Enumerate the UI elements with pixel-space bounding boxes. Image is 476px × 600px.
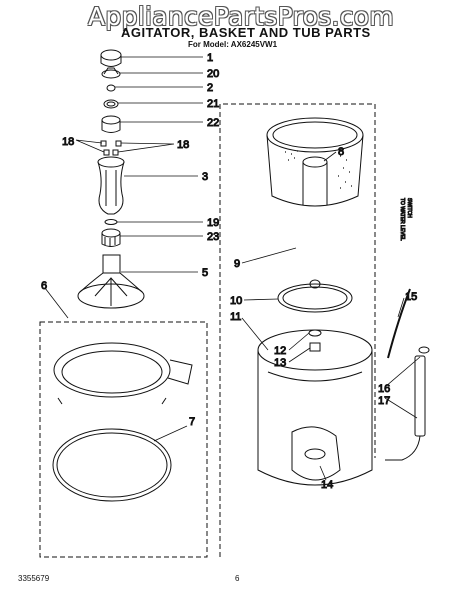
callout-11: 11 — [230, 311, 241, 323]
water-level-note-line2: SWITCH — [406, 198, 412, 218]
callout-18-left: 18 — [62, 136, 74, 148]
hub-parts — [308, 329, 322, 352]
callout-3: 3 — [202, 171, 208, 183]
callout-1: 1 — [207, 52, 213, 64]
tub-ring — [53, 342, 193, 405]
callout-5: 5 — [202, 267, 208, 279]
basket-perforations — [285, 150, 352, 189]
agitator-group-box — [39, 321, 208, 558]
outer-tub — [257, 329, 373, 486]
callout-6: 6 — [41, 280, 47, 292]
water-level-note: TO WATER LEVEL SWITCH — [399, 198, 413, 242]
callout-14: 14 — [321, 479, 333, 491]
agitator-dogs — [100, 140, 122, 156]
water-level-note-line1: TO WATER LEVEL — [399, 198, 405, 241]
watermark: AppliancePartsPros.com — [88, 2, 395, 31]
tub-seal — [52, 428, 172, 502]
document-number: 3355679 — [18, 574, 50, 583]
callout-8: 8 — [338, 146, 344, 158]
callout-12: 12 — [274, 345, 286, 357]
page-title: AGITATOR, BASKET AND TUB PARTS — [121, 25, 371, 40]
agitator-extension — [97, 156, 125, 215]
basket-drive-plate — [277, 279, 353, 313]
agitator-cap — [100, 49, 122, 67]
tub-group-box — [219, 103, 376, 557]
small-nut — [106, 84, 116, 92]
callout-22: 22 — [207, 117, 219, 129]
callout-18-right: 18 — [177, 139, 189, 151]
callout-7: 7 — [189, 416, 195, 428]
callout-10: 10 — [230, 295, 242, 307]
model-subtitle: For Model: AX6245VW1 — [188, 40, 278, 49]
callout-21: 21 — [207, 98, 219, 110]
page-number: 6 — [235, 574, 240, 583]
drive-bell — [101, 228, 121, 247]
seal-ring — [103, 99, 119, 109]
callout-2: 2 — [207, 82, 213, 94]
hose-clamp-and-dome — [385, 346, 430, 461]
callout-15: 15 — [405, 291, 417, 303]
callout-20: 20 — [207, 68, 219, 80]
callout-19: 19 — [207, 217, 219, 229]
wash-basket — [266, 117, 364, 207]
callout-9: 9 — [234, 258, 240, 270]
callout-17: 17 — [378, 395, 390, 407]
callout-13: 13 — [274, 357, 286, 369]
cam-assembly — [101, 115, 121, 133]
retainer-ring — [104, 219, 118, 225]
callout-16: 16 — [378, 383, 390, 395]
leader-lines — [44, 56, 421, 481]
callout-23: 23 — [207, 231, 219, 243]
cap-clip — [101, 67, 121, 79]
air-dome-hose — [387, 288, 411, 359]
agitator-base — [77, 254, 145, 309]
